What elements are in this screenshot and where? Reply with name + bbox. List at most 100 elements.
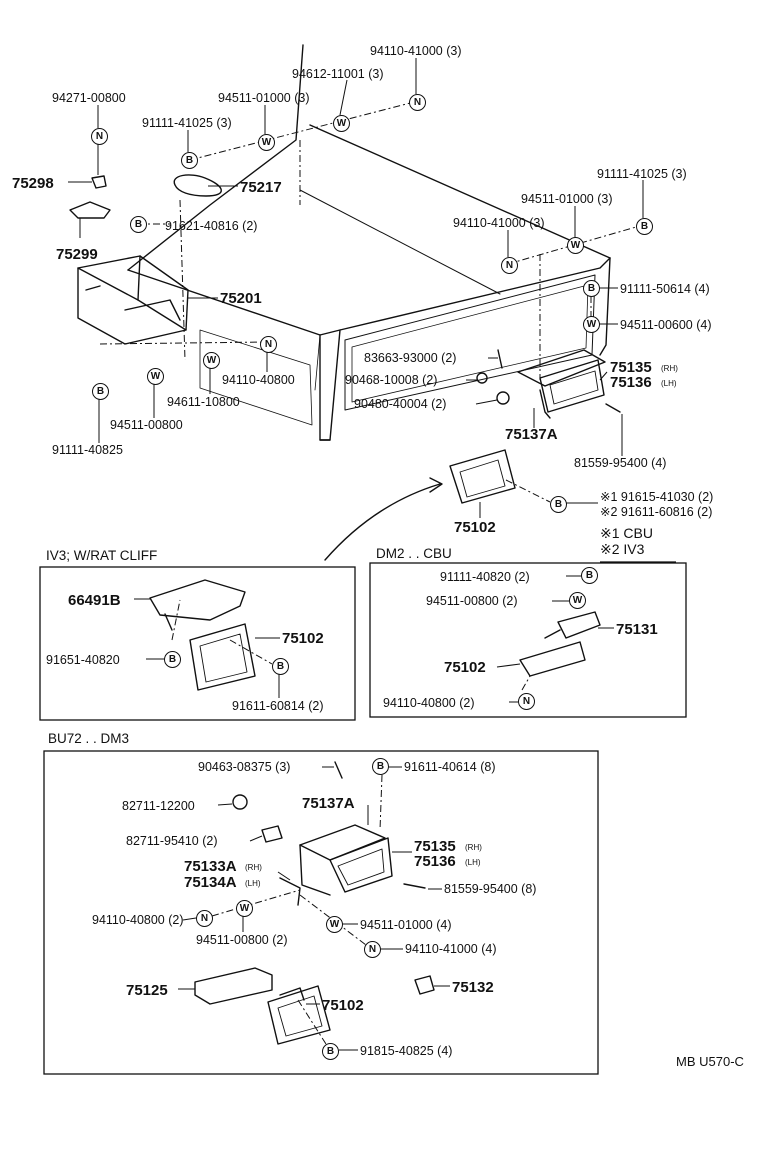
clip-90463-08375 — [334, 761, 343, 779]
part-94511-00600: 94511-00600 (4) — [620, 318, 712, 332]
assembly-line — [229, 639, 273, 665]
box-dm2-75102: 75102 — [444, 659, 486, 676]
bolt-icon: B — [322, 1043, 339, 1060]
part-91111-41025-right: 91111-41025 (3) — [597, 167, 687, 181]
assembly-line — [171, 599, 181, 641]
box-title-bu72: BU72 . . DM3 — [48, 731, 130, 746]
box-bu-tag-rh-1: (RH) — [465, 843, 482, 852]
box-title-dm2: DM2 . . CBU — [376, 546, 452, 561]
bracket-75201-edge2 — [77, 267, 139, 301]
box-bu-tag-lh-1: (LH) — [465, 858, 481, 867]
assembly-line — [211, 889, 301, 917]
clip-82711-95410 — [261, 825, 283, 843]
bracket-66491b — [149, 579, 246, 621]
nut-icon: N — [409, 94, 426, 111]
box-bu-91815-40825: 91815-40825 (4) — [360, 1044, 453, 1058]
curved-arrow-head — [429, 477, 443, 493]
box-dm2-94110-40800: 94110-40800 (2) — [383, 696, 475, 710]
tank-top-left-edge — [127, 44, 304, 271]
leader-line — [249, 835, 263, 842]
tag-lh: (LH) — [661, 379, 677, 388]
assembly-line — [297, 999, 327, 1045]
leader-line — [475, 399, 498, 405]
assembly-line — [189, 100, 419, 161]
footnote-2-iv3: ※2 IV3 — [600, 541, 645, 557]
washer-icon: W — [203, 352, 220, 369]
box-iv3-91651-40820: 91651-40820 — [46, 653, 120, 667]
tag-rh: (RH) — [661, 364, 678, 373]
tank-front-corner — [319, 334, 331, 441]
box-bu-81559-95400: 81559-95400 (8) — [444, 882, 537, 896]
plate-75102-inner — [459, 459, 506, 498]
box-bu-82711-12200: 82711-12200 — [122, 799, 195, 813]
pin-83663-93000 — [497, 349, 503, 369]
step-75135 — [539, 359, 605, 413]
nut-icon: N — [196, 910, 213, 927]
curved-arrow — [324, 483, 441, 561]
plate-75102-iv3 — [189, 623, 256, 691]
bolt-icon: B — [130, 216, 147, 233]
plate-75102-main — [449, 449, 516, 504]
box-bu-tag-lh-2: (LH) — [245, 879, 261, 888]
box-bu-94511-01000: 94511-01000 (4) — [360, 918, 452, 932]
box-bu-94110-41000: 94110-41000 (4) — [405, 942, 497, 956]
clamp-75299 — [69, 201, 111, 219]
footnote-1-cbu: ※1 CBU — [600, 525, 653, 541]
plate-75131 — [557, 611, 601, 639]
step-75135-bu72 — [329, 837, 393, 893]
part-91111-50614: 91111-50614 (4) — [620, 282, 710, 296]
bolt-icon: B — [636, 218, 653, 235]
frame-iv3 — [39, 566, 356, 721]
bolt-icon: B — [272, 658, 289, 675]
assembly-line — [521, 675, 531, 691]
box-bu-91611-40614: 91611-40614 (8) — [404, 760, 496, 774]
part-90468-10008: 90468-10008 (2) — [345, 373, 438, 387]
part-94611-10800: 94611-10800 — [167, 395, 240, 409]
part-94110-40800-left: 94110-40800 — [222, 373, 295, 387]
part-94110-41000-right: 94110-41000 (3) — [453, 216, 545, 230]
part-94511-00800-left: 94511-00800 — [110, 418, 183, 432]
clip-75132 — [414, 975, 435, 995]
tank-right-corner — [599, 257, 611, 356]
wire-loop-75217 — [173, 174, 222, 197]
plate-75102-bu72-inner — [277, 995, 323, 1037]
washer-icon: W — [236, 900, 253, 917]
assembly-line — [99, 341, 269, 345]
washer-icon: W — [567, 237, 584, 254]
plate-75102-bu72-tab — [279, 987, 305, 1001]
box-bu-75125: 75125 — [126, 982, 168, 999]
bracket-66491b-leg — [164, 613, 173, 631]
washer-icon: W — [569, 592, 586, 609]
part-75137a: 75137A — [505, 426, 558, 443]
clamp-82711-12200 — [232, 794, 248, 810]
bracket-75137a-bu72 — [299, 824, 386, 861]
nut-icon: N — [91, 128, 108, 145]
bolt-81559-95400-bu72 — [403, 883, 426, 889]
part-75217: 75217 — [240, 179, 282, 196]
bracket-75201-flange — [124, 299, 181, 321]
bolt-81559-95400 — [605, 403, 621, 413]
drawing-code: MB U570-C — [676, 1054, 744, 1069]
washer-icon: W — [333, 115, 350, 132]
bolt-icon: B — [583, 280, 600, 297]
bolt-icon: B — [550, 496, 567, 513]
bracket-75201-body — [77, 255, 189, 345]
part-94511-01000-top: 94511-01000 (3) — [218, 91, 310, 105]
part-91111-41025-top: 91111-41025 (3) — [142, 116, 232, 130]
box-bu-90463-08375: 90463-08375 (3) — [198, 760, 291, 774]
assembly-line — [379, 774, 383, 831]
leader-line — [496, 663, 521, 668]
footnote-mark-2: ※2 91611-60816 (2) — [600, 505, 713, 519]
part-91621-40816: 91621-40816 (2) — [165, 219, 258, 233]
part-81559-95400-top: 81559-95400 (4) — [574, 456, 667, 470]
part-83663-93000: 83663-93000 (2) — [364, 351, 457, 365]
bolt-icon: B — [164, 651, 181, 668]
box-bu-94511-00800: 94511-00800 (2) — [196, 933, 288, 947]
tank-bottom-line — [299, 189, 501, 295]
step-75136-lh — [539, 389, 551, 419]
bracket-75201-slot — [85, 285, 101, 291]
clip-75298 — [91, 175, 107, 189]
nut-icon: N — [518, 693, 535, 710]
frame-bu72 — [43, 750, 599, 1075]
